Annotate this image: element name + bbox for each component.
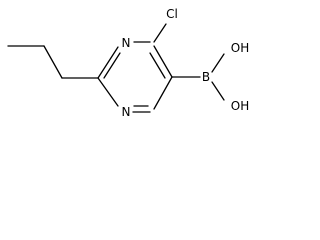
bond-b-oh-bottom	[211, 81, 225, 101]
atom-hydroxyl-bottom: OH	[231, 99, 249, 113]
atom-n-top: N	[122, 36, 131, 50]
pyrimidine-ring	[97, 41, 173, 113]
atom-boron: B	[202, 70, 210, 84]
propyl-chain	[7, 45, 99, 79]
bond-n1-c2	[97, 77, 119, 107]
boronic-acid-group	[171, 53, 225, 101]
bond-c4-cl	[153, 23, 167, 43]
bond-c2-n3	[97, 46, 119, 79]
bond-c5-c6	[153, 76, 173, 110]
bond-ca-cb	[43, 45, 63, 79]
chemical-structure-diagram: N N Cl B OH OH	[7, 7, 249, 119]
bond-c4-c5-inner	[149, 52, 166, 79]
atom-n-bottom: N	[122, 105, 131, 119]
atom-chlorine: Cl	[166, 7, 178, 21]
bond-c2-n3-inner	[103, 52, 121, 79]
bond-b-oh-top	[211, 53, 225, 73]
atom-hydroxyl-top: OH	[231, 41, 249, 55]
bond-c4-c5	[153, 45, 173, 78]
